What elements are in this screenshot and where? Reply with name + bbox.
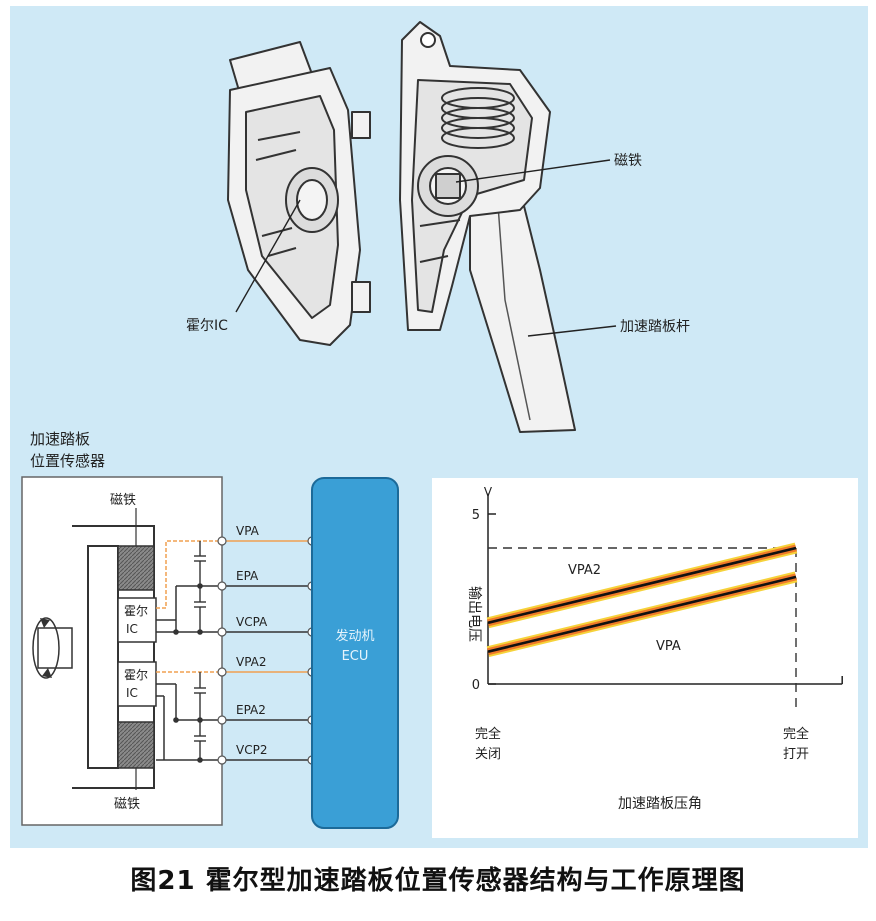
vpa-signal-wire-inner [156, 540, 222, 609]
terminal-label-vcpa: VCPA [236, 615, 268, 629]
hall-ic-callout-line [235, 199, 301, 313]
rotation-arrowhead-bottom-icon [42, 668, 52, 678]
ecu-label-line2: ECU [342, 649, 369, 664]
terminal-label-vcp2: VCP2 [236, 743, 267, 757]
y-tick-label: 0 [472, 678, 480, 693]
pedal-arm-callout-line [527, 325, 617, 337]
hall-ic-2-line2: IC [126, 686, 138, 700]
terminal-label-vpa2: VPA2 [236, 655, 267, 669]
figure-caption: 图21 霍尔型加速踏板位置传感器结构与工作原理图 [130, 866, 746, 896]
magnet-bottom-label: 磁铁 [114, 797, 140, 812]
terminal-sensor-vpa [217, 536, 227, 546]
terminal-label-epa2: EPA2 [236, 703, 266, 717]
pedal-arm-illustration [399, 21, 576, 433]
magnet-top-block [117, 545, 155, 591]
hall-ic-1-line2: IC [126, 622, 138, 636]
pedal-arm-label: 加速踏板杆 [620, 319, 690, 335]
rotation-arrow-icon [32, 617, 60, 679]
x-category-label-0-line2: 关闭 [475, 747, 501, 762]
hall-ic-1-line1: 霍尔 [124, 603, 148, 618]
terminal-sensor-epa [217, 581, 227, 591]
magnet-top-label: 磁铁 [110, 493, 136, 508]
x-category-label-1-line2: 打开 [783, 747, 809, 762]
ecu-label-line1: 发动机 [335, 628, 374, 644]
y-axis-label: 输出电压 [466, 586, 482, 642]
magnet-callout-line [455, 159, 611, 183]
x-category-label-0-line1: 完全 [475, 726, 501, 742]
series-label-vpa: VPA [656, 639, 681, 654]
magnet-bottom-block [117, 721, 155, 769]
y-tick-label: 5 [472, 508, 480, 523]
sensor-housing-illustration [227, 41, 371, 346]
y-axis-unit: V [484, 485, 493, 499]
sensor-title-line1: 加速踏板 [30, 430, 90, 448]
rotation-arrowhead-top-icon [40, 618, 50, 628]
hall-ic-2 [117, 661, 157, 707]
hall-ic-2-wiring [156, 683, 222, 761]
terminal-label-epa: EPA [236, 569, 259, 583]
x-axis-label: 加速踏板压角 [618, 796, 702, 812]
magnet-yoke [72, 525, 155, 789]
terminal-sensor-vcpa [217, 627, 227, 637]
chart-panel [432, 478, 858, 838]
terminal-label-vpa: VPA [236, 524, 260, 538]
junction-dots [173, 583, 203, 763]
series-vpa-line [487, 575, 797, 653]
series-label-vpa2: VPA2 [568, 563, 601, 578]
ecu-block [311, 477, 399, 829]
sensor-title-line2: 位置传感器 [30, 452, 105, 470]
magnet-label: 磁铁 [614, 153, 642, 169]
series-vpa2-line [487, 546, 797, 625]
terminal-sensor-vpa2 [217, 667, 227, 677]
terminal-sensor-epa2 [217, 715, 227, 725]
terminal-sensor-vcp2 [217, 755, 227, 765]
rotor-shaft [37, 627, 73, 669]
hall-ic-label: 霍尔IC [186, 318, 228, 334]
x-category-label-1-line1: 完全 [783, 726, 809, 742]
hall-ic-2-line1: 霍尔 [124, 667, 148, 682]
hall-ic-1 [117, 597, 157, 643]
